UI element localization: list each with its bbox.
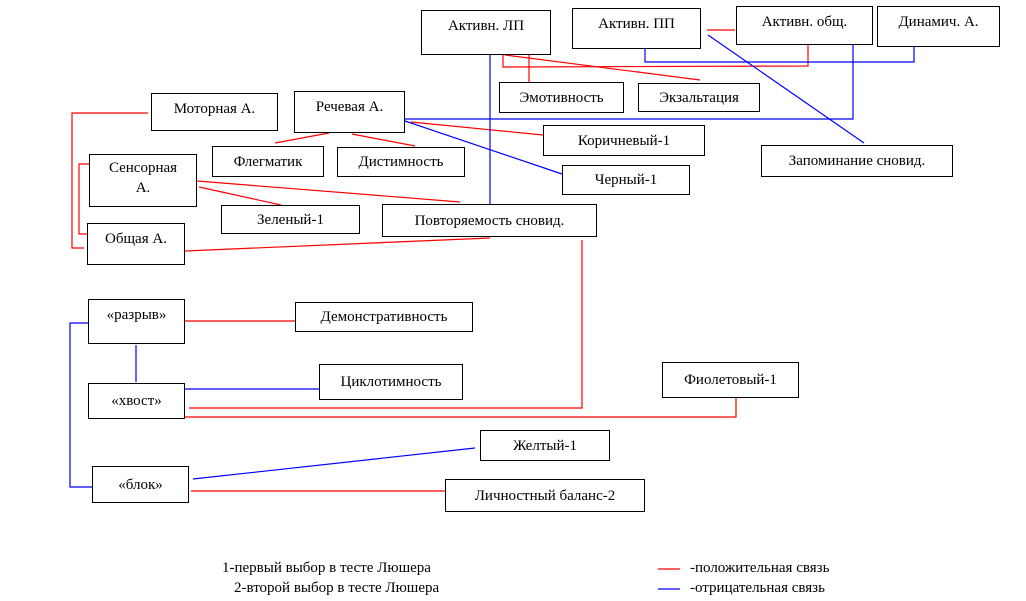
link-rech-obsh xyxy=(405,45,854,120)
node-blok: «блок» xyxy=(92,466,189,503)
node-flegmatik: Флегматик xyxy=(212,146,324,177)
node-motornaya: Моторная А. xyxy=(151,93,278,131)
node-obshaya: Общая А. xyxy=(87,223,185,265)
legend-note-second-choice: 2-второй выбор в тесте Люшера xyxy=(234,580,440,596)
node-distimnost: Дистимность xyxy=(337,147,465,177)
node-activ-obsh: Активн. общ. xyxy=(736,6,873,45)
link-motor-obshaya xyxy=(71,112,148,249)
link-pp-dinamich xyxy=(644,47,915,63)
link-sensor-obshaya xyxy=(78,163,89,235)
link-hvost-fiolet xyxy=(185,398,737,418)
link-lp-ekzaltaciya xyxy=(504,54,701,81)
legend-positive-label: -положительная связь xyxy=(690,560,830,576)
link-rech-chernyi xyxy=(404,120,563,175)
link-rech-distimnost xyxy=(351,133,416,147)
node-zheltyi: Желтый-1 xyxy=(480,430,610,461)
node-povtoryaemost: Повторяемость сновид. xyxy=(382,204,597,237)
node-sensornaya: Сенсорная А. xyxy=(89,154,197,207)
link-sensor-zelenyi xyxy=(198,186,282,206)
node-dinamich: Динамич. А. xyxy=(877,6,1000,47)
node-rechevaya: Речевая А. xyxy=(294,91,405,133)
link-obshaya-povtor xyxy=(184,237,491,252)
link-sensor-povtor xyxy=(196,180,461,203)
link-rech-korichnevyi xyxy=(410,121,544,136)
node-zelenyi: Зеленый-1 xyxy=(221,205,360,234)
legend-note-first-choice: 1-первый выбор в тесте Люшера xyxy=(222,560,431,576)
link-blok-zheltyi xyxy=(192,447,476,480)
node-korichnevyi: Коричневый-1 xyxy=(543,125,705,156)
node-demonstrativnost: Демонстративность xyxy=(295,302,473,332)
negative-links xyxy=(69,34,915,488)
node-lichnostnyi: Личностный баланс-2 xyxy=(445,479,645,512)
link-rech-flegmatik xyxy=(274,132,330,144)
node-activ-pp: Активн. ПП xyxy=(572,8,701,49)
positive-links xyxy=(71,29,809,492)
node-zapominanie: Запоминание сновид. xyxy=(761,145,953,177)
link-lp-obsh xyxy=(502,45,809,68)
node-ekzaltaciya: Экзальтация xyxy=(638,83,760,112)
node-chernyi: Черный-1 xyxy=(562,165,690,195)
node-fioletovyi: Фиолетовый-1 xyxy=(662,362,799,398)
link-pp-zapominanie xyxy=(707,34,865,144)
link-hvost-povtor xyxy=(189,240,583,409)
node-razryv: «разрыв» xyxy=(88,299,185,344)
node-hvost: «хвост» xyxy=(88,383,185,419)
link-razryv-blok xyxy=(69,322,92,488)
node-emotivnost: Эмотивность xyxy=(499,82,624,113)
node-ciklotimnost: Циклотимность xyxy=(319,364,463,400)
legend-negative-label: -отрицательная связь xyxy=(690,580,825,596)
node-activ-lp: Активн. ЛП xyxy=(421,10,551,55)
